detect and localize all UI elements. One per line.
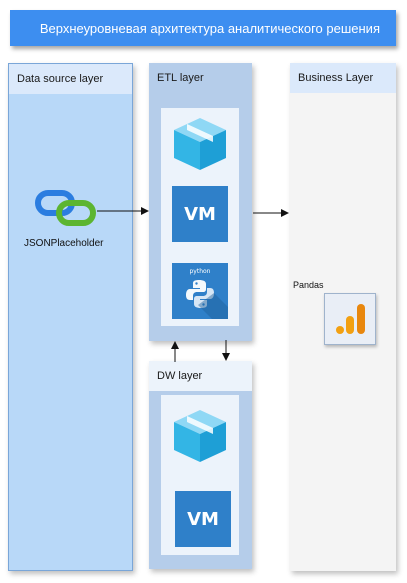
- bar-chart-icon: [336, 304, 365, 334]
- dw-layer-title: DW layer: [149, 361, 252, 391]
- link-chain-icon: [35, 190, 96, 226]
- analytics-tile: [324, 293, 376, 345]
- python-label: python: [189, 268, 211, 275]
- etl-vm-box: VM: [172, 186, 228, 242]
- diagram-title-bar: Верхнеуровневая архитектура аналитическо…: [10, 10, 396, 46]
- etl-vm-label: VM: [184, 203, 216, 225]
- business-layer-title: Business Layer: [290, 63, 396, 93]
- etl-layer-title: ETL layer: [149, 63, 252, 93]
- diagram-title: Верхнеуровневая архитектура аналитическо…: [39, 20, 380, 36]
- dw-container-cube-icon: [174, 410, 226, 462]
- python-box: python: [172, 263, 228, 319]
- json-source-label: JSONPlaceholder: [24, 238, 104, 249]
- container-cube-icon: [174, 118, 226, 170]
- pandas-label: Pandas: [293, 280, 324, 290]
- dw-vm-label: VM: [187, 508, 219, 530]
- python-logo-icon: [186, 280, 214, 308]
- dw-vm-box: VM: [175, 491, 231, 547]
- data-source-layer-title: Data source layer: [9, 64, 132, 94]
- python-shadow-icon: [198, 293, 228, 319]
- data-source-layer: Data source layer: [8, 63, 133, 571]
